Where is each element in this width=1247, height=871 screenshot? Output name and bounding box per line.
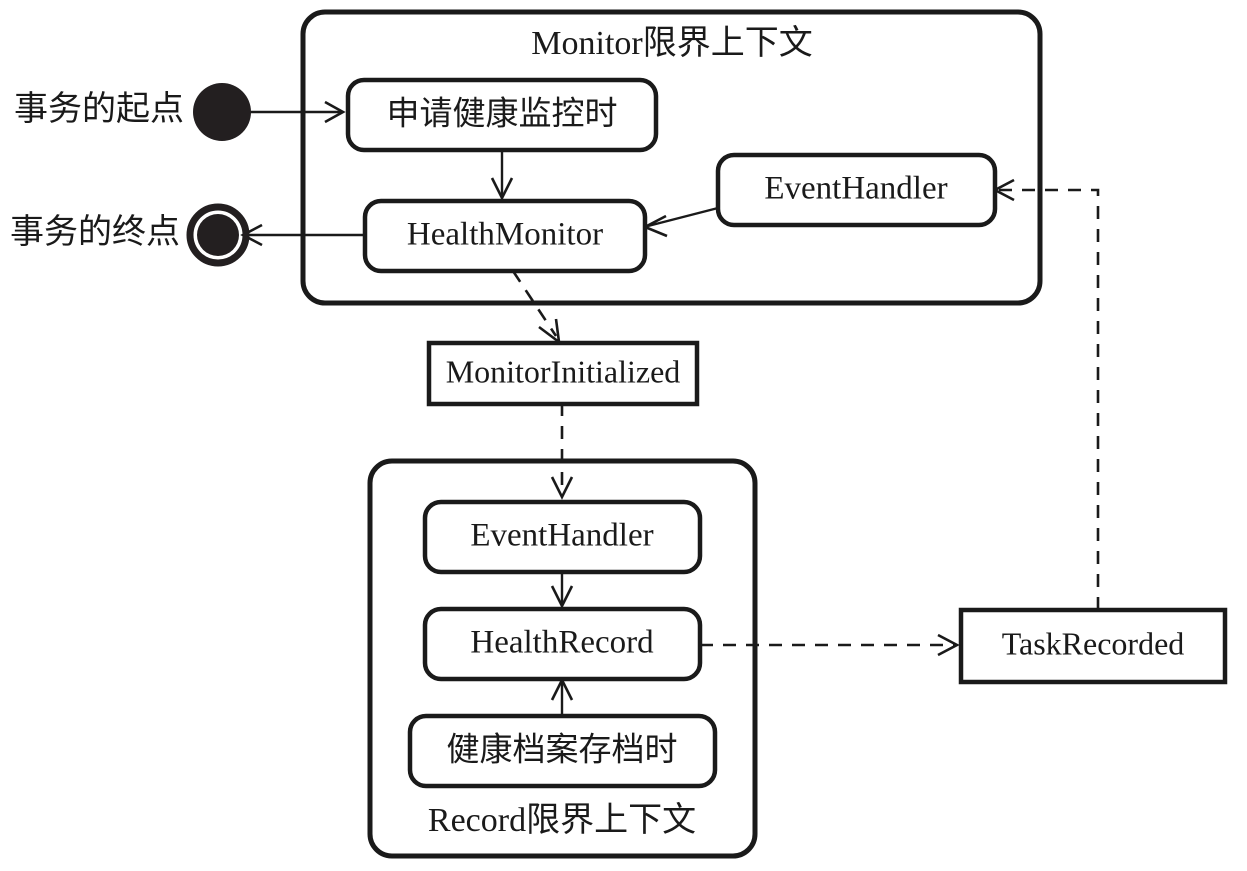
monitor-command-label: 申请健康监控时 (387, 96, 618, 133)
record-context-label: Record限界上下文 (428, 801, 696, 839)
record-command-box (407, 713, 718, 789)
record-aggregate-label: HealthRecord (470, 625, 654, 661)
transaction-end-marker-group[interactable]: 事务的终点 (10, 203, 250, 267)
node-record-aggregate[interactable]: HealthRecord (422, 606, 703, 682)
node-monitor-event-handler[interactable]: EventHandler (715, 152, 998, 228)
monitor-context-label: Monitor限界上下文 (531, 24, 812, 62)
node-record-event-handler[interactable]: EventHandler (422, 499, 703, 575)
monitor-aggregate-label: HealthMonitor (407, 217, 603, 253)
node-monitor-aggregate[interactable]: HealthMonitor (362, 198, 648, 274)
record-command-label: 健康档案存档时 (447, 732, 678, 769)
transaction-end-label: 事务的终点 (10, 213, 180, 251)
monitor-event-handler-label: EventHandler (764, 171, 947, 207)
monitor-command-box (345, 77, 659, 153)
monitor-initialized-label: MonitorInitialized (446, 353, 681, 389)
record-aggregate-box (422, 606, 703, 682)
bullseye-ring-icon (186, 203, 250, 267)
edge-recordaggregate-to-taskrecorded (700, 633, 960, 657)
task-recorded-label: TaskRecorded (1002, 625, 1185, 661)
task-recorded-box (958, 607, 1228, 685)
edge-monitorinitialized-to-recordhandler (550, 403, 574, 500)
node-monitor-command[interactable]: 申请健康监控时 (345, 77, 659, 153)
transaction-start-marker-group[interactable]: 事务的起点 (14, 83, 251, 141)
transaction-start-label: 事务的起点 (14, 90, 184, 128)
event-task-recorded[interactable]: TaskRecorded (958, 607, 1228, 685)
filled-circle-icon (193, 83, 251, 141)
monitor-initialized-box (426, 340, 700, 407)
event-monitor-initialized[interactable]: MonitorInitialized (426, 340, 700, 407)
record-event-handler-label: EventHandler (470, 518, 653, 554)
monitor-aggregate-box (362, 198, 648, 274)
node-record-command[interactable]: 健康档案存档时 (407, 713, 718, 789)
edge-start-to-command (248, 100, 346, 124)
edge-recordhandler-to-recordaggregate (550, 572, 574, 609)
monitor-event-handler-box (715, 152, 998, 228)
edge-command-to-aggregate (490, 150, 514, 201)
record-event-handler-box (422, 499, 703, 575)
bullseye-circle-icon (197, 214, 239, 256)
